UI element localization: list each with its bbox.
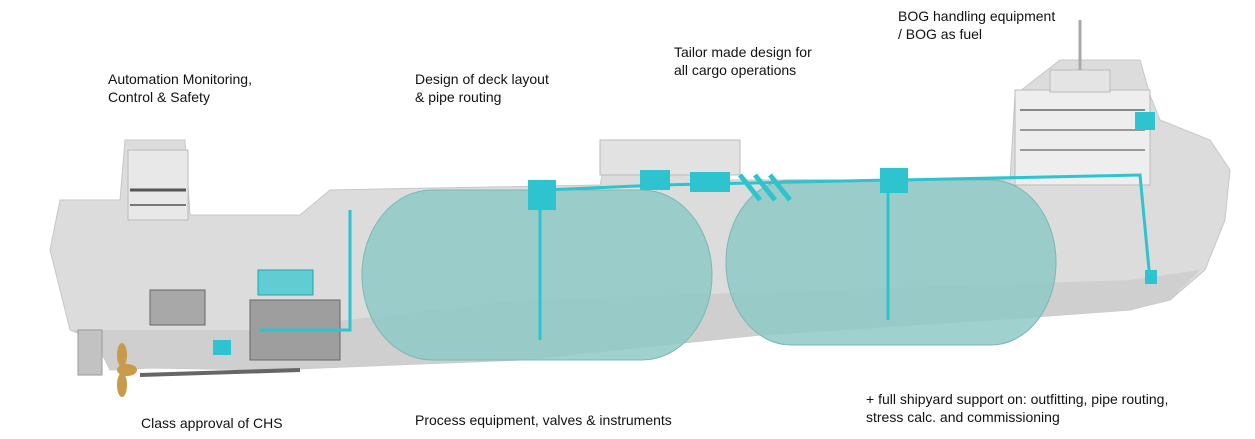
process-equipment-label: Process equipment, valves & instruments bbox=[415, 411, 672, 429]
automation-label-line1: Automation Monitoring, bbox=[108, 71, 252, 87]
cargo-tanks bbox=[361, 179, 1057, 361]
fore-superstructure bbox=[1014, 89, 1151, 186]
rudder bbox=[77, 329, 103, 376]
cargo-operations-label-line2: all cargo operations bbox=[674, 62, 797, 78]
propeller bbox=[77, 329, 137, 397]
class-approval-label-line1: Class approval of CHS bbox=[141, 415, 283, 431]
engine-pipe bbox=[260, 210, 352, 332]
automation-label: Automation Monitoring, Control & Safety bbox=[108, 70, 252, 106]
tank-dome-fore bbox=[880, 168, 908, 193]
bog-label-line2: / BOG as fuel bbox=[898, 26, 983, 42]
deck-platform bbox=[599, 139, 741, 176]
bog-equipment bbox=[1135, 112, 1155, 130]
deck-layout-label-line1: Design of deck layout bbox=[415, 71, 549, 87]
deck-layout-label-line2: & pipe routing bbox=[415, 89, 502, 105]
control-room-equipment bbox=[257, 269, 314, 296]
cargo-tank-fore bbox=[725, 179, 1057, 346]
shipyard-support-label: + full shipyard support on: outfitting, … bbox=[866, 390, 1168, 426]
bog-label-line1: BOG handling equipment bbox=[898, 8, 1056, 24]
cargo-operations-label-line1: Tailor made design for bbox=[674, 44, 812, 60]
bow-equipment bbox=[1145, 270, 1157, 284]
process-equipment-label-line1: Process equipment, valves & instruments bbox=[415, 412, 672, 428]
tank-dome-aft bbox=[528, 180, 556, 210]
cargo-tank-aft bbox=[361, 189, 713, 361]
fore-pipe bbox=[899, 173, 1152, 281]
shipyard-support-label-line1: + full shipyard support on: outfitting, … bbox=[866, 391, 1169, 407]
cargo-operations-label: Tailor made design for all cargo operati… bbox=[674, 43, 812, 79]
deck-layout-label: Design of deck layout & pipe routing bbox=[415, 70, 549, 106]
generator-block bbox=[149, 289, 206, 326]
shipyard-support-label-line2: stress calc. and commissioning bbox=[866, 409, 1060, 425]
bog-label: BOG handling equipment / BOG as fuel bbox=[898, 7, 1055, 43]
cargo-compressor-room-2 bbox=[690, 172, 730, 192]
class-approval-label: Class approval of CHS bbox=[141, 414, 283, 432]
cargo-compressor-room bbox=[640, 170, 670, 190]
automation-label-line2: Control & Safety bbox=[108, 89, 210, 105]
tank-domes bbox=[213, 112, 1157, 355]
aft-superstructure bbox=[127, 149, 189, 221]
pump-unit bbox=[213, 340, 231, 355]
